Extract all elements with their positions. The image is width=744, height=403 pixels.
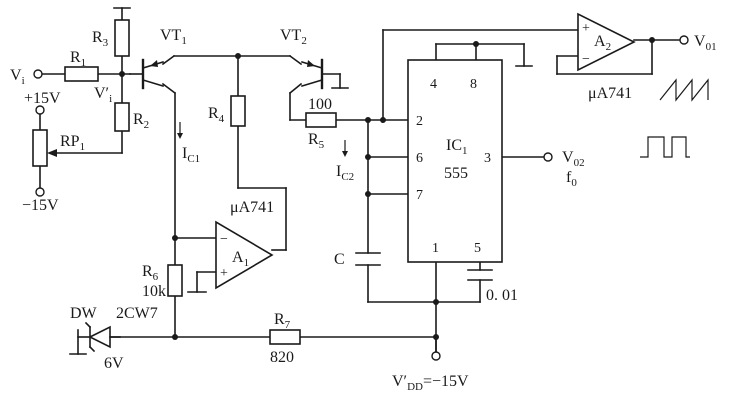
pin5-label: 5 [474, 241, 481, 256]
junction-dots [119, 37, 655, 340]
vt1-label: VT1 [160, 27, 187, 47]
a2-minus-label: − [582, 52, 590, 67]
cap-c-label: C [334, 251, 345, 268]
r6-label: R6 [142, 263, 159, 283]
zener-diode [84, 321, 121, 353]
r3-resistor [114, 19, 130, 57]
fo-label: f0 [566, 169, 577, 189]
pin8-label: 8 [470, 77, 477, 92]
r3-label: R3 [92, 29, 109, 49]
r7-label: R7 [274, 311, 291, 331]
r5-value-label: 100 [308, 96, 332, 113]
r6-value-label: 10k [142, 283, 166, 300]
dw-label: DW [70, 305, 98, 322]
r2-resistor [114, 102, 130, 132]
ic555-chip [407, 59, 503, 263]
rp1-potentiometer [32, 129, 48, 167]
a1-op-amp [215, 220, 274, 290]
wires [39, 7, 681, 355]
vt1-transistor [141, 58, 164, 90]
rp1-label: RP1 [60, 133, 85, 153]
pin1-label: 1 [432, 241, 439, 256]
pin6-label: 6 [416, 151, 423, 166]
vo1-terminal [679, 35, 689, 45]
pin3-label: 3 [484, 151, 491, 166]
sawtooth-waveform-icon [659, 78, 709, 102]
pin7-label: 7 [416, 188, 423, 203]
capacitor-c [355, 252, 381, 266]
ic1-current-label: IC1 [182, 145, 200, 165]
r6-resistor [167, 264, 183, 297]
ua741-a2-label: μA741 [588, 85, 632, 102]
square-waveform-icon [640, 136, 690, 158]
vt2-transistor [301, 58, 324, 90]
r1-label: R1 [70, 49, 86, 69]
vo2-label: V02 [562, 149, 585, 169]
r4-resistor [230, 95, 246, 127]
a1-label: A1 [232, 249, 249, 269]
r1-resistor [64, 66, 99, 82]
r7-value-label: 820 [270, 349, 294, 366]
ic2-current-label: IC2 [336, 163, 354, 183]
r2-label: R2 [133, 111, 149, 131]
cap-001-label: 0. 01 [486, 287, 518, 304]
vo1-label: V01 [694, 33, 717, 53]
a1-plus-label: + [220, 266, 228, 281]
ic555-label: 555 [444, 165, 468, 182]
plus15-label: +15V [24, 90, 61, 107]
rp1-wiper-arrow [47, 149, 57, 157]
a1-minus-label: − [220, 232, 228, 247]
vo2-terminal [543, 152, 553, 162]
ic2-arrow [342, 140, 348, 157]
vdd-terminal [431, 351, 441, 361]
zener-model-label: 2CW7 [116, 305, 158, 322]
pin4-label: 4 [430, 77, 437, 92]
capacitor-001 [467, 269, 493, 281]
vi-label: Vi [10, 67, 25, 87]
a2-plus-label: + [582, 21, 590, 36]
a2-op-amp [577, 12, 636, 72]
vi-prime-label: V′i [94, 85, 112, 105]
vdd-label: V′DD=−15V [392, 373, 469, 393]
plus15-terminal [35, 105, 45, 115]
a2-label: A2 [594, 33, 611, 53]
r4-label: R4 [208, 105, 225, 125]
vi-terminal [33, 69, 43, 79]
vt2-label: VT2 [280, 27, 307, 47]
minus15-terminal [35, 187, 45, 197]
r7-resistor [269, 329, 301, 345]
r5-label: R5 [308, 131, 325, 151]
minus15-label: −15V [22, 197, 59, 214]
ua741-a1-label: μA741 [230, 199, 274, 216]
ic1-arrow [177, 122, 183, 139]
ic1-label: IC1 [446, 137, 468, 157]
pin2-label: 2 [416, 114, 423, 129]
r5-resistor [305, 112, 337, 128]
zener-voltage-label: 6V [104, 355, 124, 372]
